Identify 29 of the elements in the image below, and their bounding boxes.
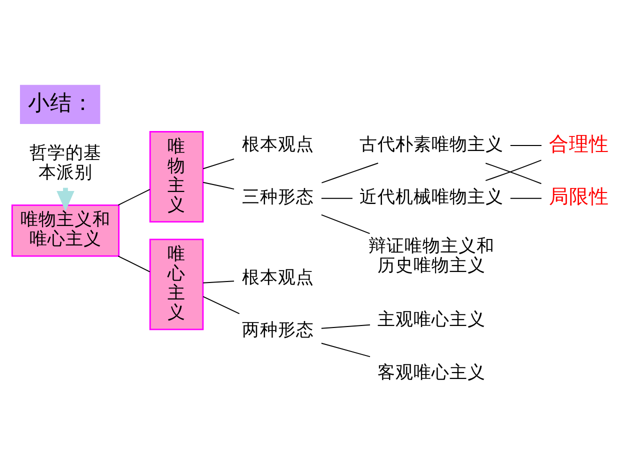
connector <box>202 158 234 170</box>
connector <box>320 324 370 329</box>
node-text: 哲学的基本派别 <box>29 144 102 184</box>
node-text: 主观唯心主义 <box>377 310 486 330</box>
node-text: 合理性 <box>549 132 610 156</box>
connector <box>320 214 370 234</box>
connector <box>202 296 240 314</box>
node-box: 唯物主义和唯心主义 <box>11 204 120 257</box>
connector <box>118 189 150 206</box>
connector <box>320 342 370 358</box>
node-text: 客观唯心主义 <box>377 362 486 383</box>
connector <box>118 256 150 272</box>
connector <box>510 198 542 199</box>
node-box: 唯物主义 <box>149 131 204 223</box>
node-text: 局限性 <box>549 185 610 208</box>
connector <box>321 162 379 184</box>
connector <box>202 280 234 284</box>
diagram-title: 小结： <box>28 90 94 116</box>
connector <box>510 145 542 146</box>
connector <box>320 198 353 199</box>
node-text: 根本观点 <box>242 268 314 288</box>
node-text: 根本观点 <box>242 134 314 155</box>
node-box: 唯心主义 <box>149 238 204 330</box>
node-text: 古代朴素唯物主义 <box>359 134 504 155</box>
node-text: 三种形态 <box>242 188 314 208</box>
node-text: 两种形态 <box>242 320 314 341</box>
node-text: 辩证唯物主义和历史唯物主义 <box>368 236 494 276</box>
connector <box>202 182 234 190</box>
node-text: 近代机械唯物主义 <box>359 188 504 208</box>
